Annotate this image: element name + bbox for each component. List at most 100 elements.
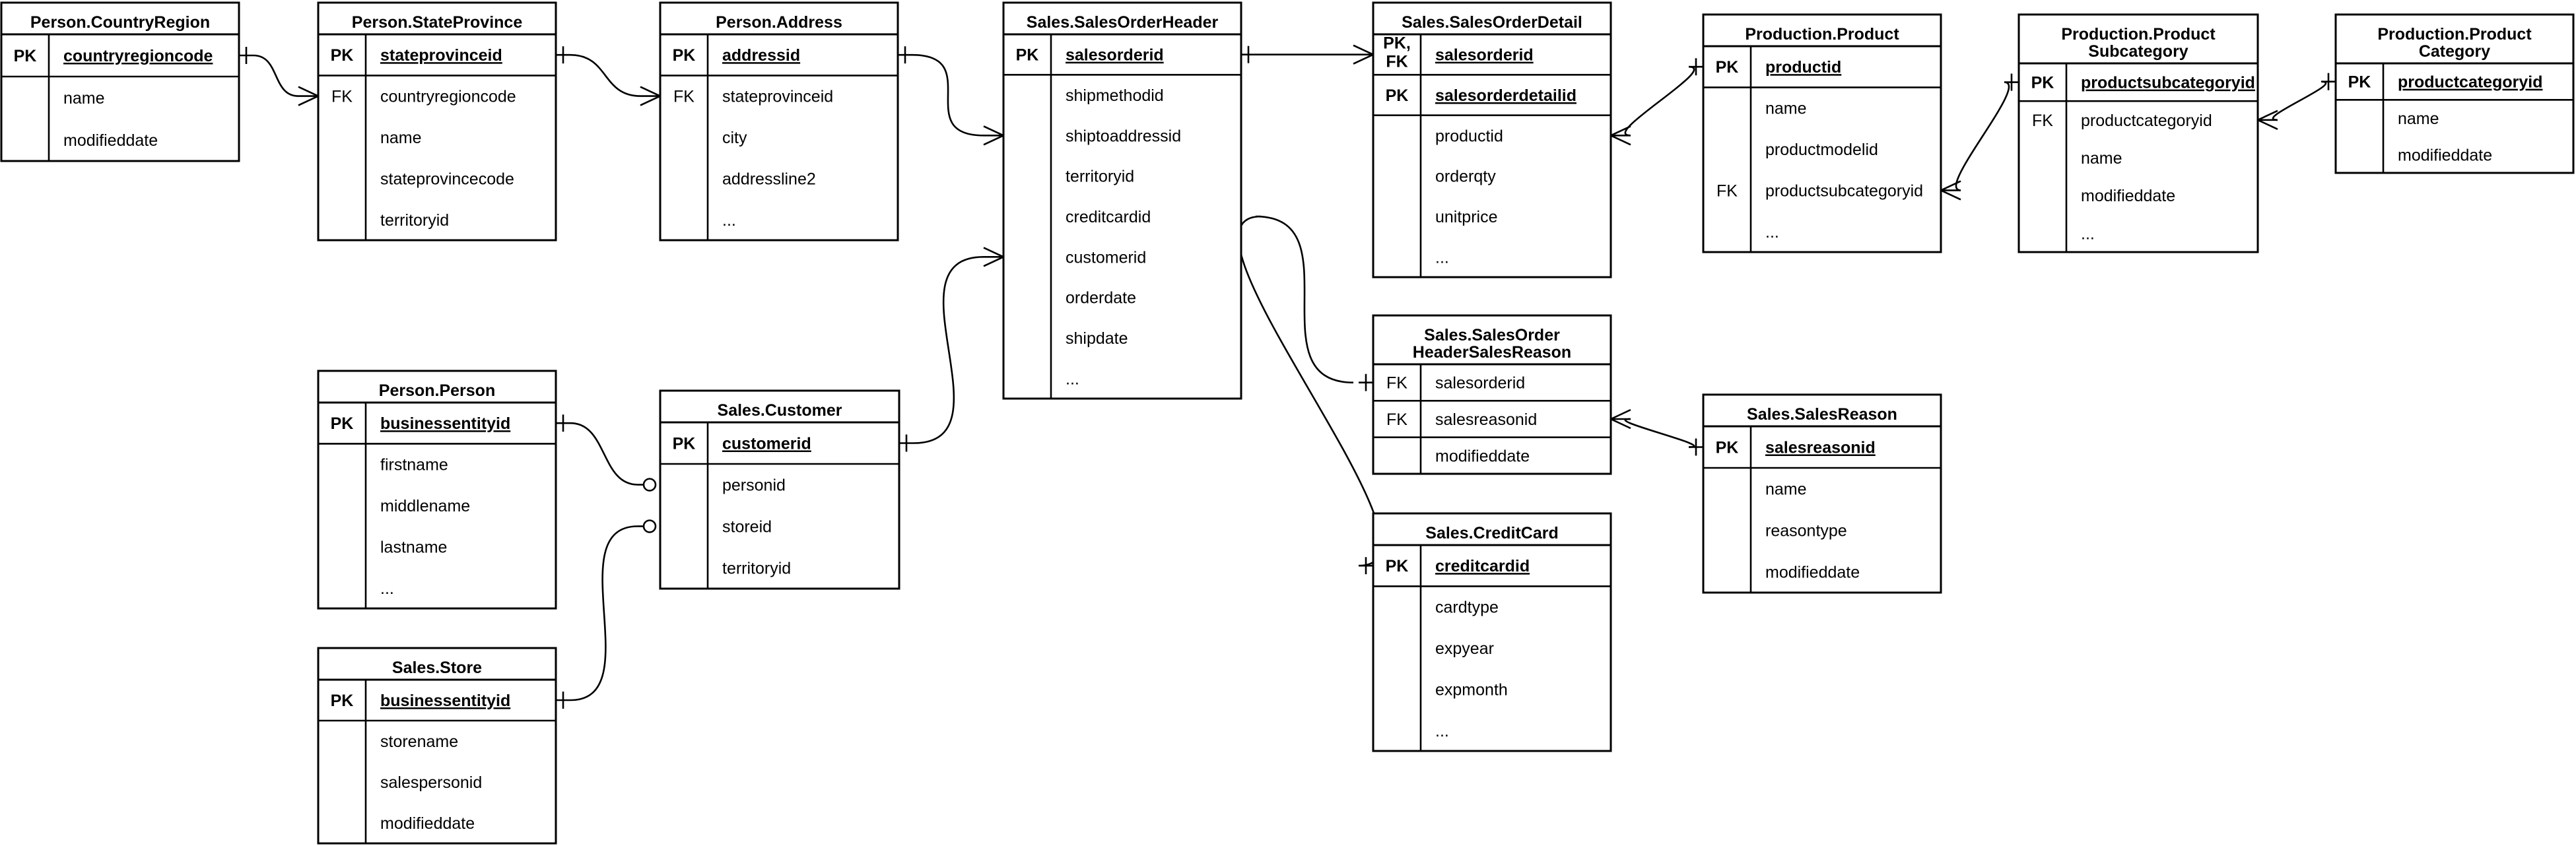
field-name-pk: businessentityid <box>380 692 510 710</box>
entity-row[interactable]: expmonth <box>1435 680 1508 699</box>
entity-row[interactable]: orderqty <box>1435 168 1496 186</box>
entity-row[interactable]: unitprice <box>1435 208 1498 226</box>
entity-row[interactable]: storename <box>380 732 458 751</box>
entity-row[interactable]: ... <box>2081 224 2095 243</box>
entity-box <box>1002 1 1242 400</box>
entity-row[interactable]: salespersonid <box>380 773 482 792</box>
entity-row[interactable]: creditcardid <box>1066 208 1151 226</box>
entity-row[interactable]: modifieddate <box>1435 447 1530 465</box>
entity-box <box>1702 13 1942 253</box>
field-name: shipmethodid <box>1066 86 1164 105</box>
entity-row[interactable]: addressline2 <box>722 170 816 188</box>
entity-row[interactable]: name <box>2081 149 2122 168</box>
entity-row[interactable]: personid <box>722 476 786 495</box>
entity-row[interactable]: name <box>380 129 422 147</box>
entity-row[interactable]: storeid <box>722 518 772 537</box>
entity-row[interactable]: name <box>1765 480 1807 499</box>
cardinality-many-prong <box>1610 408 1631 420</box>
entity-row[interactable]: ... <box>1435 248 1449 267</box>
entity-row[interactable]: productid <box>1435 127 1503 145</box>
field-name: storename <box>380 732 458 751</box>
entity-row[interactable]: cardtype <box>1435 599 1499 617</box>
relationship-line <box>570 53 641 97</box>
entity-row[interactable]: orderdate <box>1066 289 1136 308</box>
entity-row[interactable]: firstname <box>380 456 448 474</box>
entity-row[interactable]: city <box>722 129 747 147</box>
entity-row[interactable]: ... <box>380 579 394 598</box>
entity-row[interactable]: territoryid <box>380 211 449 230</box>
entity-row[interactable]: name <box>1765 100 1807 118</box>
cardinality-many-prong <box>640 95 661 106</box>
entity-title: Sales.SalesOrder <box>1424 326 1560 344</box>
entity-row[interactable]: modifieddate <box>1765 564 1860 582</box>
entity-row[interactable]: name <box>2398 110 2439 128</box>
entity-row[interactable]: reasontype <box>1765 522 1847 540</box>
pk-badge: PK <box>1016 46 1039 65</box>
entity-row[interactable]: middlename <box>380 497 470 515</box>
entity-row[interactable]: name <box>63 89 105 108</box>
entity-row[interactable]: shipdate <box>1066 329 1128 348</box>
entity-box <box>2017 13 2259 253</box>
entity-row[interactable]: modifieddate <box>2081 187 2175 205</box>
entity-box <box>659 389 900 590</box>
entity-row[interactable]: territoryid <box>1066 168 1134 186</box>
entity-row[interactable]: territoryid <box>722 560 791 578</box>
entity-row[interactable]: productmodelid <box>1765 141 1878 159</box>
entity-row[interactable]: modifieddate <box>380 814 475 833</box>
entity-row[interactable]: ... <box>1765 223 1779 242</box>
entity-row[interactable]: modifieddate <box>2398 146 2492 164</box>
relationship-line <box>1624 418 1695 448</box>
entity-row[interactable]: customerid <box>1066 248 1146 267</box>
pk-badge: PK <box>1386 86 1409 105</box>
entity-row[interactable]: ... <box>1066 370 1079 388</box>
entity-row[interactable]: lastname <box>380 538 447 556</box>
entity-row[interactable]: ... <box>1435 722 1449 740</box>
field-name: ... <box>1765 223 1779 242</box>
entity-row[interactable]: expyear <box>1435 639 1494 658</box>
cardinality-many-prong <box>983 125 1004 137</box>
entity-title: Person.Address <box>716 13 842 32</box>
entity-row[interactable]: modifieddate <box>63 131 158 150</box>
entity-row[interactable]: shiptoaddressid <box>1066 127 1181 145</box>
entity-box <box>2334 13 2575 174</box>
entity-row[interactable]: stateprovincecode <box>380 170 514 188</box>
field-name: cardtype <box>1435 599 1499 617</box>
entity-row[interactable]: ... <box>722 211 736 230</box>
entity-row[interactable]: shipmethodid <box>1066 86 1164 105</box>
